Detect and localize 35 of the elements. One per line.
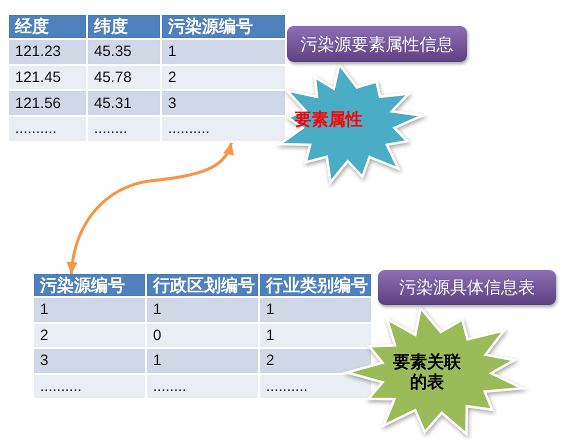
table-cell: .......... <box>34 374 145 398</box>
header-cell: 污染源编号 <box>34 274 145 296</box>
header-cell: 污染源编号 <box>162 15 285 38</box>
title-tag: 污染源具体信息表 <box>378 270 556 305</box>
table-cell: 1 <box>260 324 371 348</box>
table-cell: 2 <box>162 66 285 90</box>
table-cell: ........ <box>147 374 258 398</box>
table-cell: 1 <box>147 298 258 322</box>
header-cell: 行业类别编号 <box>260 274 371 296</box>
header-cell: 行政区划编号 <box>147 274 258 296</box>
table-cell: 1 <box>147 349 258 373</box>
table-cell: 1 <box>162 40 285 64</box>
table-cell: .......... <box>9 117 86 141</box>
table-cell: 3 <box>34 349 145 373</box>
table-cell: 121.45 <box>9 66 86 90</box>
table-cell: 2 <box>34 324 145 348</box>
table-cell: 45.78 <box>88 66 160 90</box>
callout-text: 要素关联的表 <box>392 352 462 393</box>
table-cell: 121.56 <box>9 91 86 116</box>
curved-arrow <box>67 142 233 274</box>
title-tag: 污染源要素属性信息 <box>287 26 467 62</box>
table-cell: 45.35 <box>88 40 160 64</box>
table-cell: ........ <box>88 117 160 141</box>
table-cell: 1 <box>260 298 371 322</box>
table-cell: 2 <box>260 349 371 373</box>
table-cell: 0 <box>147 324 258 348</box>
header-cell: 纬度 <box>88 15 160 38</box>
table-cell: .......... <box>260 374 371 398</box>
table-cell: 45.31 <box>88 91 160 116</box>
table-cell: 3 <box>162 91 285 116</box>
table-cell: .......... <box>162 117 285 141</box>
callout-text: 要素属性 <box>294 110 364 130</box>
table-cell: 121.23 <box>9 40 86 64</box>
table-cell: 1 <box>34 298 145 322</box>
header-cell: 经度 <box>9 15 86 38</box>
